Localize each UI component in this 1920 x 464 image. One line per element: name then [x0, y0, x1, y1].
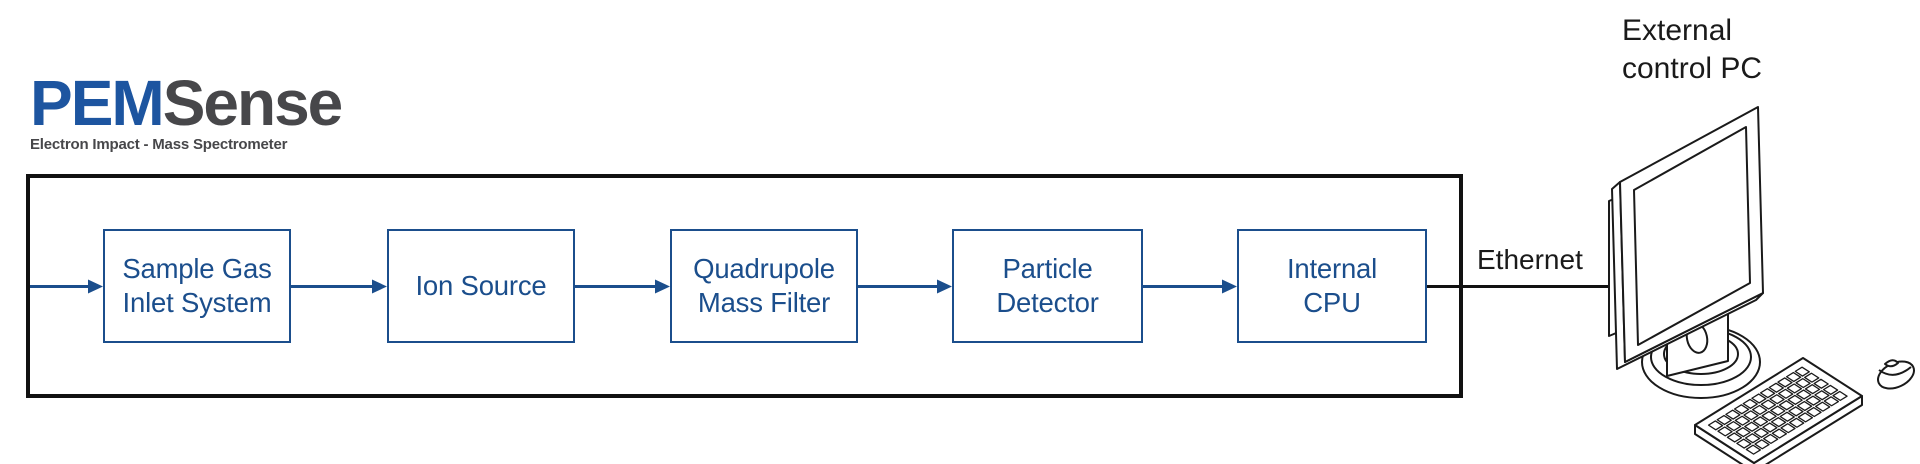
external-pc-label: External control PC: [1622, 14, 1763, 85]
keyboard-keys: [1709, 367, 1848, 454]
block-sample-gas-inlet-system: Sample Gas Inlet System: [103, 229, 291, 343]
block-label: Quadrupole Mass Filter: [693, 253, 835, 318]
block-label: Sample Gas Inlet System: [122, 253, 272, 318]
brand-subtitle: Electron Impact - Mass Spectrometer: [30, 136, 288, 153]
block-label: Ion Source: [415, 270, 547, 301]
block-label: Particle Detector: [996, 253, 1099, 318]
brand-logo-secondary: Sense: [162, 67, 344, 139]
block-particle-detector: Particle Detector: [952, 229, 1143, 343]
block-internal-cpu: Internal CPU: [1237, 229, 1427, 343]
brand-logo-primary: PEM: [30, 67, 165, 139]
block-ion-source: Ion Source: [387, 229, 575, 343]
keyboard-illustration: [1695, 358, 1862, 464]
block-quadrupole-mass-filter: Quadrupole Mass Filter: [670, 229, 858, 343]
monitor-illustration: [1620, 107, 1763, 362]
external-pc-illustration: [1595, 88, 1920, 464]
block-label: Internal CPU: [1286, 253, 1378, 318]
brand-logo: PEMSense: [30, 71, 343, 135]
mouse-illustration: [1874, 356, 1919, 394]
ethernet-label: Ethernet: [1477, 244, 1583, 275]
